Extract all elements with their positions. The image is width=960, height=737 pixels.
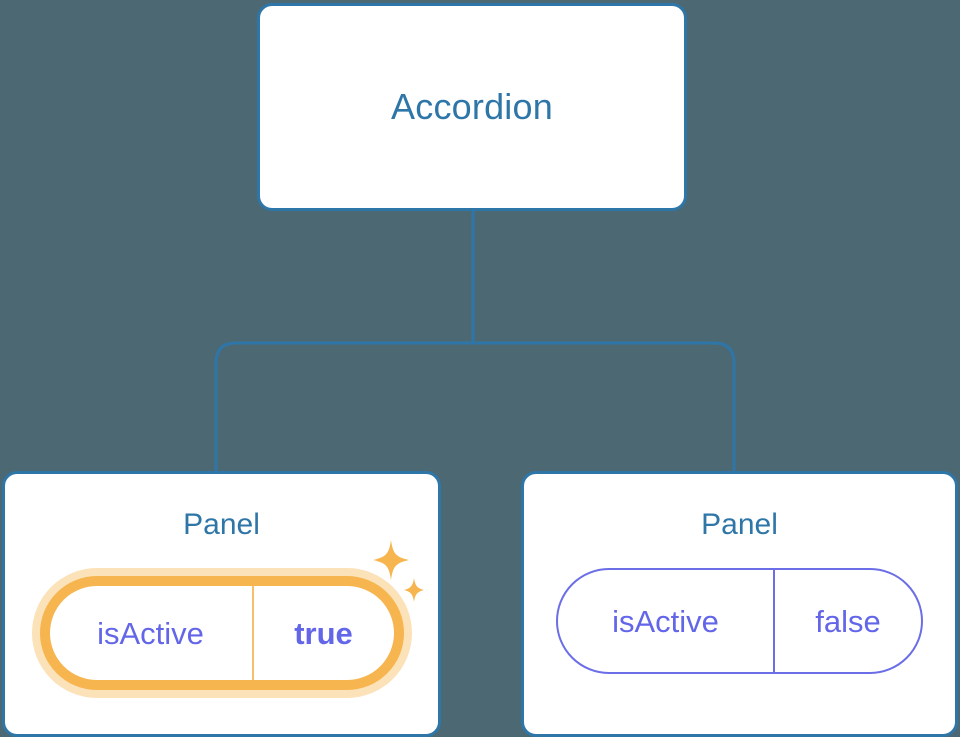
sparkle-large-icon [372, 540, 409, 580]
node-panel-inactive-title: Panel [701, 508, 778, 541]
connector-children-bus [214, 341, 736, 471]
prop-value-true: true [251, 586, 394, 680]
prop-value-false: false [773, 570, 921, 672]
sparkle-small-icon [403, 578, 424, 602]
node-accordion-title: Accordion [391, 86, 553, 127]
node-panel-inactive[interactable]: Panel isActive false [521, 471, 958, 737]
node-panel-active-title: Panel [183, 508, 260, 541]
prop-key-isactive: isActive [612, 603, 719, 639]
prop-pill-active[interactable]: isActive true [31, 540, 424, 698]
prop-pill-active-inner[interactable]: isActive true [49, 586, 394, 680]
prop-key-isactive: isActive [97, 615, 204, 651]
prop-pill-inactive[interactable]: isActive false [556, 568, 923, 674]
node-accordion[interactable]: Accordion [257, 3, 687, 211]
node-panel-active[interactable]: Panel isActive true [2, 471, 441, 737]
